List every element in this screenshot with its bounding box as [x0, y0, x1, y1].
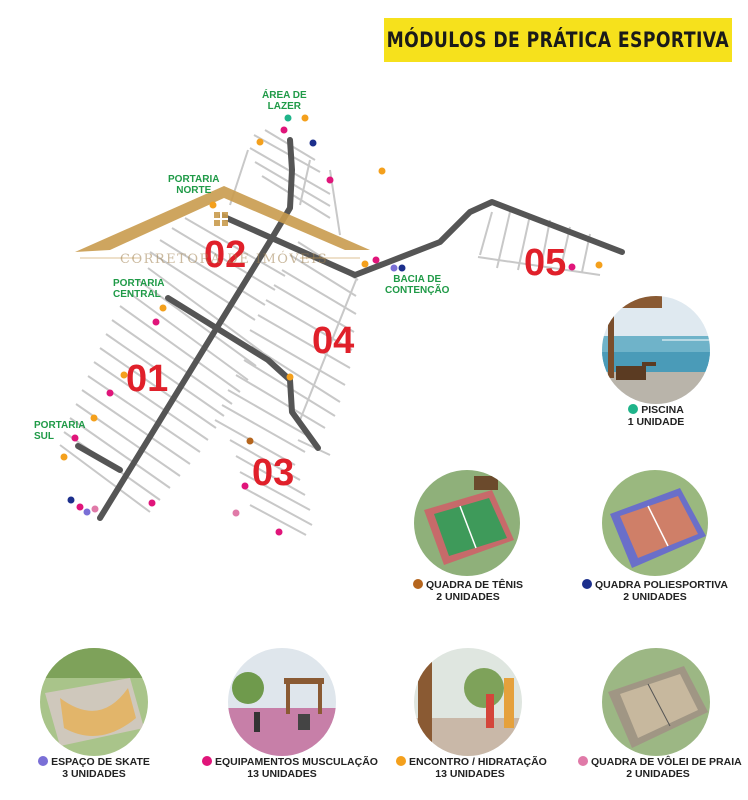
- title-banner: MÓDULOS DE PRÁTICA ESPORTIVA: [384, 18, 732, 62]
- musculacao-photo: [228, 648, 336, 756]
- lot-01: 01: [126, 358, 169, 400]
- encontro-caption: ENCONTRO / HIDRATAÇÃO 13 UNIDADES: [396, 756, 547, 780]
- piscina-legend-dot: [628, 404, 639, 414]
- skate-caption: ESPAÇO DE SKATE 3 UNIDADES: [24, 756, 164, 780]
- marker-musculacao: [71, 434, 79, 442]
- marker-encontro: [595, 261, 603, 269]
- lot-02: 02: [204, 234, 247, 276]
- marker-poliesportiva: [309, 139, 317, 147]
- poliesportiva-caption: QUADRA POLIESPORTIVA 2 UNIDADES: [580, 579, 730, 603]
- marker-musculacao: [280, 126, 288, 134]
- marker-encontro: [209, 201, 217, 209]
- marker-volei: [91, 505, 99, 513]
- volei-legend-dot: [578, 756, 588, 766]
- piscina-caption: PISCINA 1 UNIDADE: [627, 404, 685, 428]
- marker-encontro: [120, 371, 128, 379]
- marker-musculacao: [372, 256, 380, 264]
- marker-piscina: [284, 114, 292, 122]
- poliesportiva-legend-dot: [581, 579, 592, 589]
- marker-musculacao: [241, 482, 249, 490]
- marker-encontro: [90, 414, 98, 422]
- marker-volei: [232, 509, 240, 517]
- label-portaria-central: PORTARIA CENTRAL: [113, 278, 165, 300]
- marker-poliesportiva: [398, 264, 406, 272]
- tenis-caption: QUADRA DE TÊNIS 2 UNIDADES: [398, 579, 538, 603]
- marker-encontro: [256, 138, 264, 146]
- piscina-photo: [602, 296, 710, 404]
- musculacao-legend-dot: [202, 756, 212, 766]
- watermark-text: CORRETORA DE IMÓVEIS: [120, 252, 329, 267]
- lot-03: 03: [252, 452, 295, 494]
- module-markers: [60, 114, 603, 536]
- marker-encontro: [301, 114, 309, 122]
- marker-musculacao: [275, 528, 283, 536]
- site-map: ÁREA DE LAZER PORTARIA NORTE PORTARIA CE…: [0, 70, 748, 550]
- side-streets: [59, 129, 601, 536]
- marker-musculacao: [148, 499, 156, 507]
- marker-musculacao: [568, 263, 576, 271]
- marker-musculacao: [152, 318, 160, 326]
- label-portaria-norte: PORTARIA NORTE: [168, 174, 220, 196]
- label-bacia-contencao: BACIA DE CONTENÇÃO: [385, 274, 450, 296]
- label-area-lazer: ÁREA DE LAZER: [262, 90, 307, 112]
- lot-04: 04: [312, 320, 355, 362]
- marker-musculacao: [326, 176, 334, 184]
- corretora-logo: [75, 186, 370, 259]
- skate-legend-dot: [38, 756, 49, 766]
- lot-05: 05: [524, 242, 567, 284]
- site-plan-drawing: [59, 114, 625, 536]
- marker-skate: [390, 264, 398, 272]
- tenis-photo: [414, 470, 520, 576]
- encontro-legend-dot: [396, 756, 406, 766]
- marker-skate: [83, 508, 91, 516]
- marker-poliesportiva: [67, 496, 75, 504]
- volei-caption: QUADRA DE VÔLEI DE PRAIA 2 UNIDADES: [578, 756, 742, 780]
- marker-tenis: [246, 437, 254, 445]
- tenis-legend-dot: [412, 579, 423, 589]
- marker-musculacao: [106, 389, 114, 397]
- marker-encontro: [378, 167, 386, 175]
- marker-encontro: [159, 304, 167, 312]
- marker-musculacao: [76, 503, 84, 511]
- marker-encontro: [286, 373, 294, 381]
- page-title: MÓDULOS DE PRÁTICA ESPORTIVA: [386, 28, 730, 52]
- musculacao-caption: EQUIPAMENTOS MUSCULAÇÃO 13 UNIDADES: [202, 756, 378, 780]
- marker-encontro: [60, 453, 68, 461]
- skate-photo: [40, 648, 148, 756]
- encontro-photo: [414, 648, 522, 756]
- marker-encontro: [361, 260, 369, 268]
- poliesportiva-photo: [602, 470, 708, 576]
- volei-photo: [602, 648, 710, 756]
- label-portaria-sul: PORTARIA SUL: [34, 420, 86, 442]
